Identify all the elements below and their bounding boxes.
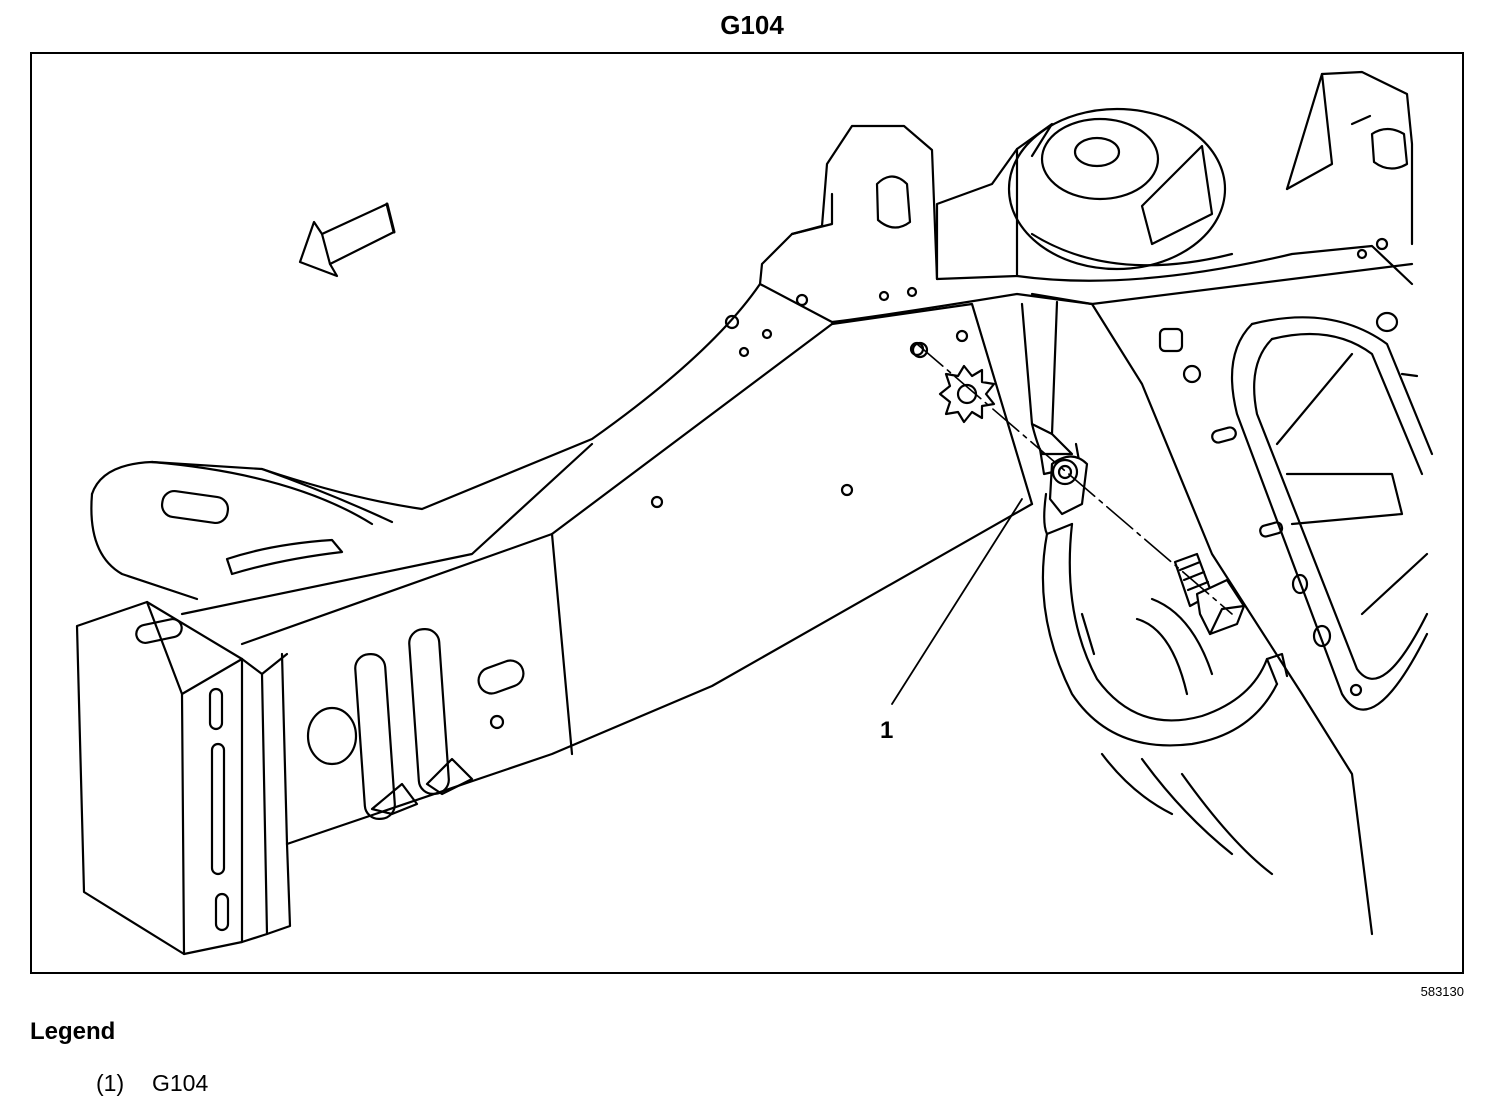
callout-leader [891, 498, 1023, 705]
illustration-frame: 1 [30, 52, 1464, 974]
inner-fender [1030, 262, 1434, 936]
direction-arrow-icon [298, 202, 396, 278]
strut-tower [758, 70, 1414, 286]
legend-item-text: G104 [152, 1070, 209, 1096]
frame-rail [75, 282, 1094, 956]
line-drawing: 1 [75, 70, 1434, 956]
ground-terminal [1048, 455, 1089, 516]
callout-number-1: 1 [880, 717, 893, 744]
diagram-title: G104 [720, 10, 784, 40]
legend-item: (1) G104 [96, 1070, 208, 1097]
weld-nut-icon [911, 341, 929, 359]
legend-item-number: (1) [96, 1070, 125, 1096]
fastener-centerline [916, 343, 1233, 615]
figure-id: 583130 [1420, 984, 1464, 999]
star-washer-icon [938, 364, 996, 424]
ground-wire-harness [1020, 300, 1289, 876]
ground-bolt-icon [1173, 552, 1246, 636]
legend-heading: Legend [30, 1018, 116, 1045]
